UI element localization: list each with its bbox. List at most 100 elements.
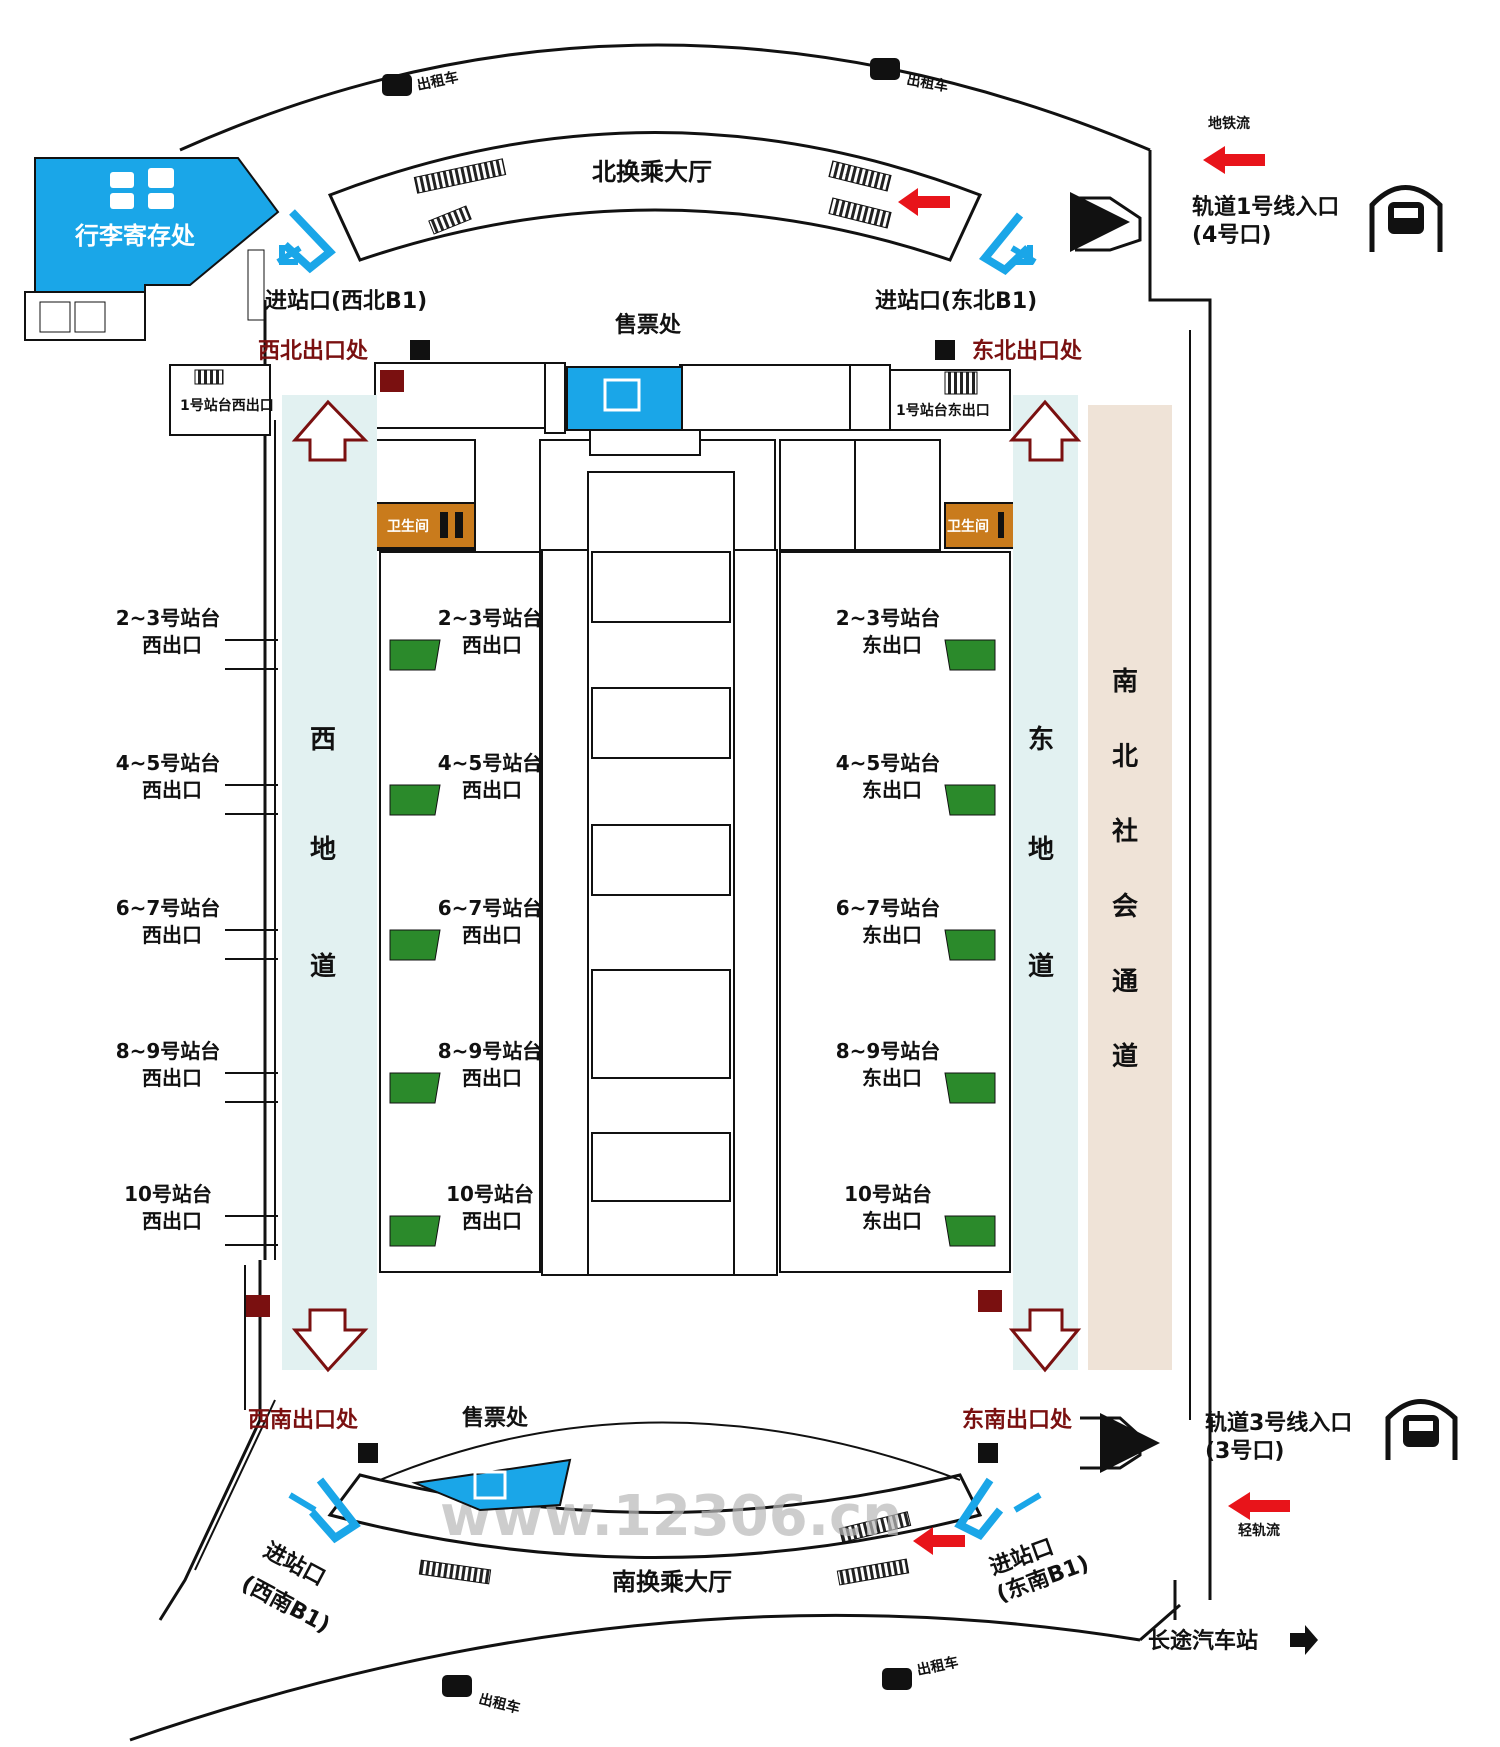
east-corridor[interactable]: 东 地 道 [1008, 395, 1082, 1373]
line3-entrance-label: 轨道3号线入口 [1205, 1410, 1352, 1436]
phone-icon [246, 1295, 270, 1317]
north-south-passage[interactable]: 南 北 社 会 通 道 [1088, 405, 1172, 1370]
north-transfer-hall[interactable]: 北换乘大厅 [327, 131, 983, 262]
stairs-icon [944, 1072, 996, 1104]
taxi-label: 出租车 [415, 69, 460, 94]
platform-west-exit-inner: 西出口 [462, 778, 522, 802]
escalator [836, 1558, 910, 1586]
stairs-icon [389, 1215, 441, 1247]
corridor-char: 道 [1028, 951, 1054, 982]
taxi-icon [882, 1668, 912, 1690]
stairs-icon [389, 639, 441, 671]
entrance-sw[interactable]: 进站口 (西南B1) [237, 1477, 361, 1638]
passage-char: 南 [1112, 667, 1138, 697]
exit-sw[interactable]: 西南出口处 [248, 1407, 378, 1463]
platform-name-west-inner: 2~3号站台 [438, 606, 543, 630]
ticket-office-north-label[interactable]: 售票处 [615, 312, 681, 338]
west-corridor[interactable]: 西 地 道 [282, 395, 377, 1373]
corridor-char: 东 [1028, 724, 1054, 755]
red-flow-arrow-icon [898, 188, 950, 216]
passage-char: 会 [1112, 892, 1138, 922]
exit-passage [225, 639, 278, 670]
taxi-nw[interactable]: 出租车 [382, 69, 460, 96]
escalator [428, 205, 472, 235]
stairs-icon [944, 929, 996, 961]
corridor-char: 西 [310, 725, 336, 755]
platform-name-west-outer: 6~7号站台 [116, 896, 221, 920]
exit-arrow-icon [291, 399, 369, 462]
platform1-west-exit-label: 1号站台西出口 [180, 397, 274, 414]
luggage-storage[interactable]: 行李寄存处 [24, 157, 280, 341]
red-flow-arrow-icon [913, 1527, 965, 1555]
escalator [838, 1511, 912, 1543]
restroom-east[interactable]: 卫生间 [944, 502, 1016, 549]
entrance-arrow-icon [954, 1477, 1004, 1541]
platform-west-exit-inner: 西出口 [462, 1209, 522, 1233]
passage-char: 社 [1112, 816, 1138, 847]
exit-arrow-icon [1008, 399, 1082, 462]
platforms-layer: 2~3号站台西出口2~3号站台西出口2~3号站台东出口4~5号站台西出口4~5号… [116, 606, 996, 1247]
platform-name-west-outer: 2~3号站台 [116, 606, 221, 630]
metro-line1-entrance[interactable]: 地铁流 轨道1号线入口 (4号口) [1070, 115, 1443, 252]
luggage-storage-label: 行李寄存处 [74, 222, 195, 250]
stairs-icon [944, 639, 996, 671]
exit-ne[interactable]: 东北出口处 [935, 338, 1082, 364]
corridor-char: 地 [310, 835, 336, 865]
long-distance-bus-label: 长途汽车站 [1148, 1628, 1258, 1654]
taxi-icon [442, 1675, 472, 1697]
exit-se-label: 东南出口处 [962, 1407, 1072, 1433]
platform-west-exit-outer: 西出口 [142, 633, 202, 657]
platform-name-west-outer: 8~9号站台 [116, 1039, 221, 1063]
escalator [413, 158, 507, 194]
exit-se[interactable]: 东南出口处 [962, 1407, 1072, 1463]
taxi-ne[interactable]: 出租车 [870, 58, 950, 95]
taxi-icon [870, 58, 900, 80]
entrance-arrow-icon [309, 1477, 361, 1544]
restroom-person-icon [440, 512, 448, 538]
corridor-char: 道 [310, 951, 336, 982]
restroom-west[interactable]: 卫生间 [374, 502, 476, 549]
ticket-office-south-label[interactable]: 售票处 [462, 1405, 528, 1431]
red-flow-arrow-icon [1203, 146, 1265, 174]
exit-sw-label: 西南出口处 [248, 1407, 358, 1433]
line3-gate-label: (3号口) [1205, 1439, 1284, 1464]
platform1-west-exit[interactable]: 1号站台西出口 [180, 369, 274, 414]
metro-train-icon [1385, 1399, 1458, 1460]
stairs-icon [194, 369, 224, 385]
platform-east-exit: 东出口 [862, 633, 922, 657]
ticket-machine-north[interactable] [566, 366, 683, 431]
ticket-icon [473, 1470, 507, 1500]
passage-char: 北 [1112, 742, 1138, 772]
escalator [418, 1559, 492, 1585]
line1-entrance-label: 轨道1号线入口 [1192, 194, 1339, 220]
metro-line3-entrance[interactable]: 轨道3号线入口 (3号口) 轻轨流 [1080, 1399, 1458, 1540]
taxi-label: 出租车 [915, 1654, 960, 1679]
platform-east-exit: 东出口 [862, 1209, 922, 1233]
platform-east-exit: 东出口 [862, 923, 922, 947]
platform-name-west-outer: 10号站台 [124, 1182, 212, 1206]
lightrail-flow-label: 轻轨流 [1238, 1522, 1280, 1539]
taxi-label: 出租车 [477, 1690, 522, 1717]
exit-nw[interactable]: 西北出口处 [258, 338, 430, 364]
platform1-east-exit[interactable]: 1号站台东出口 [896, 371, 990, 419]
ticket-machine-south[interactable] [411, 1458, 572, 1512]
restroom-person-icon [998, 512, 1004, 538]
north-hall-label: 北换乘大厅 [592, 158, 712, 186]
platform-east-exit: 东出口 [862, 1066, 922, 1090]
taxi-sw[interactable]: 出租车 [442, 1675, 522, 1717]
platform-west-exit-inner: 西出口 [462, 1066, 522, 1090]
platform-name-east: 6~7号站台 [836, 896, 941, 920]
exit-passage [225, 784, 278, 815]
long-distance-bus[interactable]: 长途汽车站 [1148, 1625, 1318, 1655]
exit-arrow-icon [1008, 1308, 1082, 1373]
entrance-se[interactable]: 进站口 (东南B1) [954, 1477, 1092, 1608]
entrance-nw[interactable]: 进站口(西北B1) [265, 209, 427, 314]
platform1-east-exit-label: 1号站台东出口 [896, 402, 990, 419]
escalator [828, 197, 892, 229]
taxi-se[interactable]: 出租车 [882, 1654, 960, 1690]
central-blocks [379, 471, 1011, 1276]
entrance-ne[interactable]: 进站口(东北B1) [875, 212, 1037, 314]
platform-name-east: 8~9号站台 [836, 1039, 941, 1063]
